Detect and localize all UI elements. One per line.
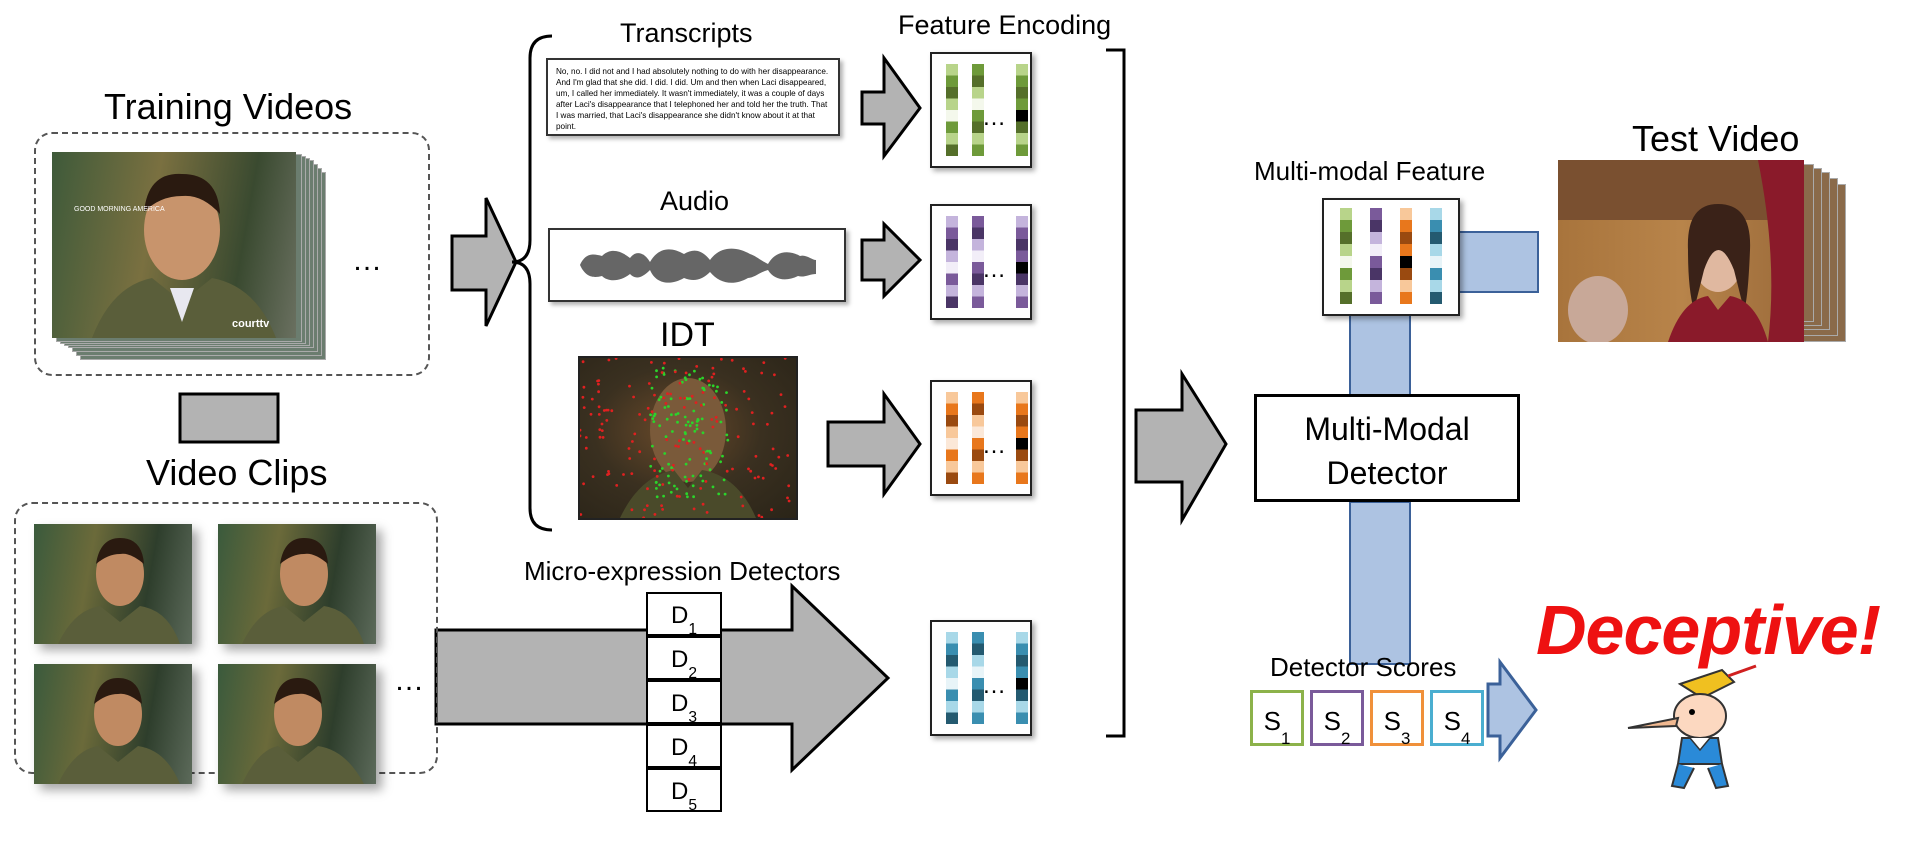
video-clip-thumb-2: [218, 524, 376, 644]
feature-box-micro: …: [930, 620, 1032, 736]
video-clip-thumb-4: [218, 664, 376, 784]
audio-waveform: [580, 248, 816, 283]
arrow-features-to-detector: [1134, 368, 1228, 526]
score-s4: S4: [1430, 690, 1484, 748]
multi-modal-feature-title: Multi-modal Feature: [1254, 156, 1486, 186]
training-videos-ellipsis: …: [352, 244, 382, 277]
channel-top-text: GOOD MORNING AMERICA: [74, 206, 165, 213]
left-brace: [511, 34, 553, 532]
video-clips-title: Video Clips: [146, 452, 328, 493]
detector-d4: D4: [646, 724, 722, 770]
test-video-frame: [1558, 160, 1804, 342]
score-s2: S2: [1310, 690, 1364, 748]
score-s1: S1: [1250, 690, 1304, 748]
feature-box-transcripts: …: [930, 52, 1032, 168]
multi-modal-feature-box: [1322, 198, 1460, 316]
blue-connector-lower: [1349, 501, 1411, 665]
feature-box-audio: …: [930, 204, 1032, 320]
feature-ellipsis-idt: …: [982, 432, 1006, 459]
multi-modal-feature-bars: [1340, 208, 1442, 304]
test-video-stack: [1558, 160, 1868, 350]
channel-logo: courttv: [232, 318, 270, 330]
transcript-text: No, no. I did not and I had absolutely n…: [546, 58, 840, 136]
feature-bars-audio: [946, 216, 1028, 308]
transcripts-title: Transcripts: [620, 18, 753, 48]
arrow-idt-to-features: [826, 389, 922, 499]
audio-waveform-panel: [548, 228, 846, 302]
arrow-transcripts-to-features: [860, 53, 922, 161]
detector-d1: D1: [646, 592, 722, 638]
micro-expression-title: Micro-expression Detectors: [524, 556, 841, 586]
feature-ellipsis-audio: …: [982, 256, 1006, 283]
feature-bars-micro: [946, 632, 1028, 724]
training-to-clips-connector: [178, 392, 280, 444]
score-s3: S3: [1370, 690, 1424, 748]
detector-scores-title: Detector Scores: [1270, 652, 1457, 682]
detector-d3: D3: [646, 680, 722, 726]
training-videos-title: Training Videos: [104, 86, 353, 127]
feature-ellipsis-transcripts: …: [982, 104, 1006, 131]
multi-modal-detector-box: Multi-Modal Detector: [1254, 394, 1520, 502]
video-clip-thumb-3: [34, 664, 192, 784]
deceptive-output-label: Deceptive!: [1536, 591, 1881, 669]
idt-title: IDT: [660, 316, 715, 354]
training-video-frame: GOOD MORNING AMERICA courttv: [52, 152, 296, 338]
arrow-scores-output: [1486, 657, 1538, 763]
test-video-title: Test Video: [1632, 118, 1800, 159]
arrow-training-to-features: [450, 197, 518, 327]
detector-d5: D5: [646, 768, 722, 814]
training-videos-panel: [34, 132, 430, 376]
idt-trajectory-frame: [578, 356, 798, 520]
video-clip-thumb-1: [34, 524, 192, 644]
training-video-stack: GOOD MORNING AMERICA courttv: [52, 152, 332, 362]
blue-connector-test-video: [1455, 231, 1539, 293]
arrow-audio-to-features: [860, 220, 923, 300]
feature-ellipsis-micro: …: [982, 672, 1006, 699]
right-bracket: [1106, 48, 1126, 738]
feature-box-idt: …: [930, 380, 1032, 496]
feature-bars-transcripts: [946, 64, 1028, 156]
pinocchio-icon: [1627, 664, 1757, 790]
feature-bars-idt: [946, 392, 1028, 484]
blue-connector-upper: [1349, 309, 1411, 397]
detector-d2: D2: [646, 636, 722, 682]
detector-label-line1: Multi-Modal: [1304, 411, 1470, 447]
detector-label-line2: Detector: [1326, 455, 1448, 491]
video-clips-ellipsis: …: [394, 664, 424, 697]
audio-title: Audio: [660, 186, 730, 216]
feature-encoding-title: Feature Encoding: [898, 10, 1112, 40]
